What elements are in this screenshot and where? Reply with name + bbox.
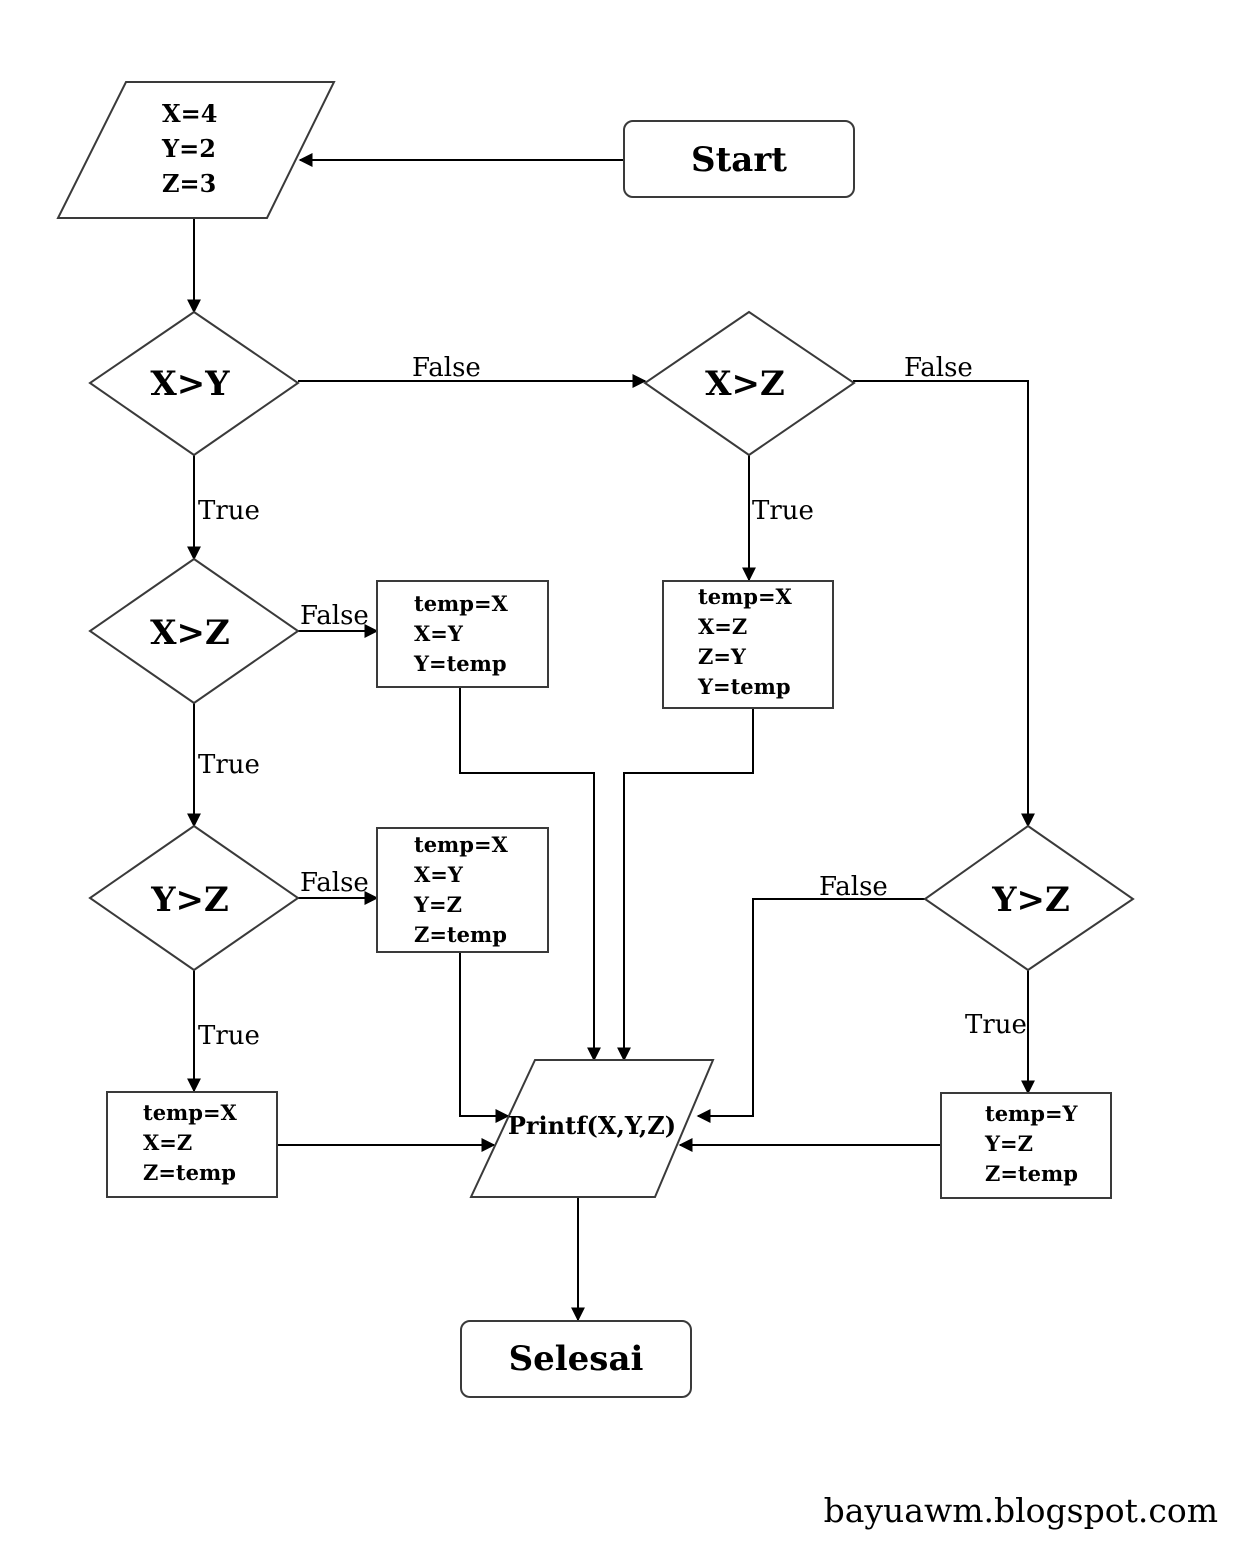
process-swap-xy-line-2: X=Y — [414, 621, 464, 646]
start-terminator: Start — [623, 120, 855, 198]
label-yz-left-false: False — [300, 868, 369, 898]
decision-x-gt-z-left: X>Z — [88, 557, 300, 705]
watermark: bayuawm.blogspot.com — [824, 1491, 1218, 1530]
input-parallelogram: X=4 Y=2 Z=3 — [56, 81, 336, 219]
edge-labels: False False True True False True False T… — [198, 353, 1027, 1051]
label-yz-right-false: False — [819, 872, 888, 902]
process-rotate-xyz-line-4: Z=temp — [414, 922, 507, 947]
decision-x-gt-y-label: X>Y — [150, 364, 230, 404]
decision-y-gt-z-left: Y>Z — [88, 824, 300, 972]
process-rotate-xyz: temp=X X=Y Y=Z Z=temp — [376, 827, 549, 953]
process-swap-yz: temp=Y Y=Z Z=temp — [940, 1092, 1112, 1199]
process-rotate-xzy: temp=X X=Z Z=Y Y=temp — [662, 580, 834, 709]
process-rotate-xzy-line-4: Y=temp — [697, 674, 791, 699]
end-terminator: Selesai — [460, 1320, 692, 1398]
process-swap-xy-line-3: Y=temp — [413, 651, 507, 676]
process-rotate-xyz-line-1: temp=X — [414, 832, 509, 857]
decision-y-gt-z-right: Y>Z — [923, 824, 1135, 972]
input-line-3: Z=3 — [162, 169, 216, 198]
process-rotate-xyz-line-2: X=Y — [414, 862, 464, 887]
process-swap-yz-line-3: Z=temp — [985, 1161, 1078, 1186]
process-swap-xz-line-2: X=Z — [143, 1130, 192, 1155]
decision-x-gt-y: X>Y — [88, 310, 300, 457]
label-xz-left-true: True — [198, 750, 260, 780]
arrow-swap-xy-to-output — [459, 687, 601, 1062]
process-swap-xy: temp=X X=Y Y=temp — [376, 580, 549, 688]
decision-x-gt-z-right-label: X>Z — [705, 364, 785, 404]
decision-y-gt-z-right-label: Y>Z — [991, 880, 1070, 920]
process-swap-yz-line-1: temp=Y — [985, 1101, 1079, 1126]
process-swap-yz-line-2: Y=Z — [984, 1131, 1033, 1156]
output-parallelogram: Printf(X,Y,Z) — [469, 1059, 715, 1198]
arrow-rot-xyz-to-output — [459, 952, 510, 1123]
decision-x-gt-z-right: X>Z — [643, 310, 856, 457]
process-rotate-xzy-line-3: Z=Y — [698, 644, 747, 669]
output-label: Printf(X,Y,Z) — [508, 1111, 676, 1140]
process-rotate-xzy-line-1: temp=X — [698, 584, 793, 609]
decision-x-gt-z-left-label: X>Z — [150, 613, 230, 653]
process-rotate-xzy-line-2: X=Z — [698, 614, 747, 639]
decision-y-gt-z-left-label: Y>Z — [150, 880, 229, 920]
process-swap-xz-line-3: Z=temp — [143, 1160, 236, 1185]
label-yz-right-true: True — [965, 1010, 1027, 1040]
label-xz-right-false: False — [904, 353, 973, 383]
process-rotate-xyz-line-3: Y=Z — [413, 892, 462, 917]
start-label: Start — [691, 140, 787, 180]
connectors — [187, 153, 1035, 1322]
arrow-rot-xzy-to-output — [617, 708, 754, 1062]
label-xy-false: False — [412, 353, 481, 383]
arrow-xz-right-false — [853, 380, 1035, 828]
process-swap-xy-line-1: temp=X — [414, 591, 509, 616]
label-xy-true: True — [198, 496, 260, 526]
process-swap-xz-line-1: temp=X — [143, 1100, 238, 1125]
label-xz-left-false: False — [300, 601, 369, 631]
input-line-2: Y=2 — [161, 134, 216, 163]
label-xz-right-true: True — [752, 496, 814, 526]
process-swap-xz: temp=X X=Z Z=temp — [106, 1091, 278, 1198]
arrow-yz-right-false — [696, 898, 925, 1123]
end-label: Selesai — [509, 1339, 644, 1379]
input-line-1: X=4 — [162, 99, 217, 128]
label-yz-left-true: True — [198, 1021, 260, 1051]
